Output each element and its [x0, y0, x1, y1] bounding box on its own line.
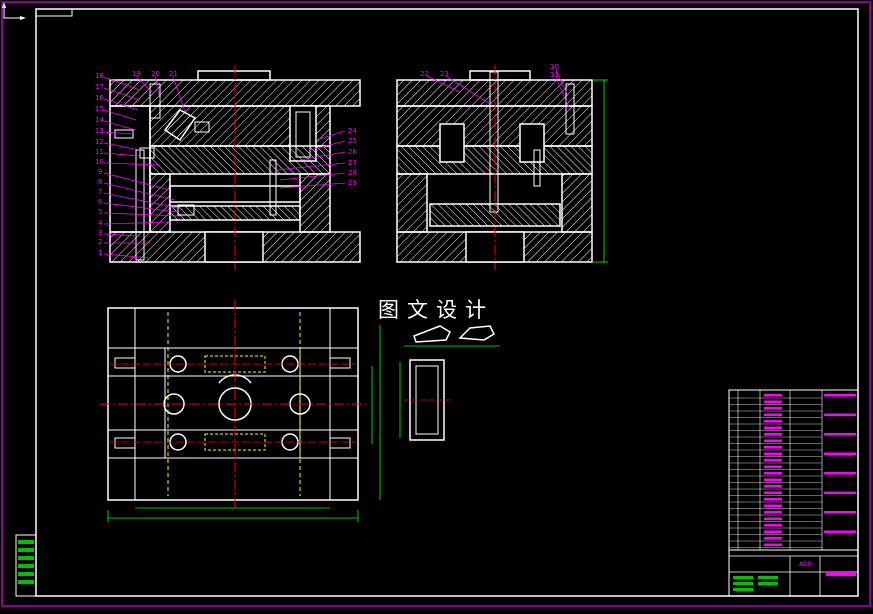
svg-text:7: 7	[98, 188, 102, 196]
svg-text:6: 6	[98, 198, 103, 206]
bom-row-material	[824, 452, 856, 455]
side-view-part-numbers: 22 23 30 31	[420, 63, 559, 79]
bom-row-name	[764, 465, 782, 468]
frame-corner-mark	[36, 9, 73, 17]
bom-row-name	[764, 498, 782, 501]
svg-text:22: 22	[420, 70, 429, 78]
svg-text:14: 14	[95, 116, 104, 124]
bom-row-name	[764, 400, 782, 403]
bom-row-name	[764, 413, 782, 416]
bom-row-name	[764, 439, 782, 442]
svg-text:24: 24	[348, 127, 357, 135]
bom-table[interactable]	[728, 389, 859, 597]
bom-row-name	[764, 407, 782, 410]
svg-text:29: 29	[348, 179, 357, 187]
bom-row-name	[764, 524, 782, 527]
svg-text:25: 25	[348, 137, 357, 145]
svg-text:26: 26	[348, 148, 357, 156]
svg-text:8: 8	[98, 178, 102, 186]
title-block-name	[826, 572, 856, 576]
bom-row-material	[824, 433, 856, 436]
bom-row-name	[764, 452, 782, 455]
bom-row-material	[824, 511, 856, 514]
bom-row-name	[764, 433, 782, 436]
watermark-text: 图文设计	[378, 298, 494, 322]
svg-text:3: 3	[98, 229, 102, 237]
svg-text:20: 20	[151, 70, 160, 78]
bom-row-name	[764, 543, 782, 546]
plan-view[interactable]	[100, 300, 381, 522]
svg-text:28: 28	[348, 169, 357, 177]
svg-text:23: 23	[440, 70, 449, 78]
title-block-label: ABB	[799, 561, 811, 568]
bom-row-material	[824, 394, 856, 397]
svg-text:11: 11	[95, 148, 104, 156]
svg-text:27: 27	[348, 159, 357, 167]
bom-row-name	[764, 446, 782, 449]
svg-text:1: 1	[98, 249, 102, 257]
bom-row-name	[764, 472, 782, 475]
part-detail-view[interactable]	[399, 325, 500, 441]
svg-text:9: 9	[98, 168, 102, 176]
bom-row-material	[824, 530, 856, 533]
bom-row-name	[764, 485, 782, 488]
front-view[interactable]	[109, 65, 361, 270]
bom-row-name	[764, 459, 782, 462]
title-block-green-cells	[733, 576, 778, 591]
side-view-leaders	[426, 69, 571, 111]
bom-row-name	[764, 420, 782, 423]
svg-text:13: 13	[95, 127, 104, 135]
front-view-part-numbers: 18 17 16 15 14 13 12 11 10 9 8 7 6 5 4 3…	[95, 70, 357, 257]
bom-row-material	[824, 413, 856, 416]
svg-text:16: 16	[95, 94, 104, 102]
ucs-icon	[2, 2, 26, 20]
bom-row-name	[764, 426, 782, 429]
side-view[interactable]	[396, 65, 608, 270]
bom-row-name	[764, 491, 782, 494]
svg-text:18: 18	[95, 72, 104, 80]
svg-text:21: 21	[169, 70, 178, 78]
svg-text:5: 5	[98, 208, 102, 216]
bom-row-name	[764, 537, 782, 540]
bom-row-name	[764, 504, 782, 507]
svg-text:17: 17	[95, 83, 104, 91]
bom-row-name	[764, 530, 782, 533]
svg-text:4: 4	[98, 219, 103, 227]
bom-row-name	[764, 478, 782, 481]
bom-row-name	[764, 394, 782, 397]
drawing-frame	[35, 8, 859, 597]
bom-row-material	[824, 491, 856, 494]
svg-text:10: 10	[95, 158, 104, 166]
svg-text:15: 15	[95, 105, 104, 113]
svg-text:30: 30	[550, 63, 559, 71]
svg-text:31: 31	[550, 71, 559, 79]
left-margin-strip	[15, 534, 37, 597]
svg-text:12: 12	[95, 138, 104, 146]
bom-row-name	[764, 511, 782, 514]
front-view-leaders	[103, 75, 346, 259]
svg-text:19: 19	[132, 70, 141, 78]
bom-row-material	[824, 472, 856, 475]
bom-row-name	[764, 517, 782, 520]
bom-rows	[729, 394, 856, 548]
svg-text:2: 2	[98, 238, 102, 246]
